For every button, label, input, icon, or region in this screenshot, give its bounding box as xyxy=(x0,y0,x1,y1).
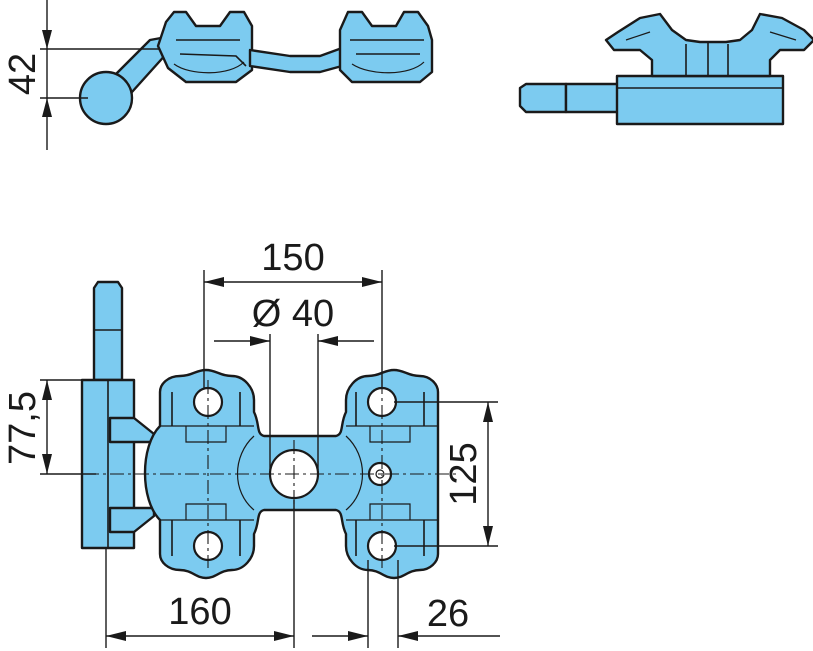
dimension-diameter-40: Ø 40 xyxy=(252,293,334,335)
dimension-125: 125 xyxy=(443,442,485,505)
dimension-160: 160 xyxy=(168,591,231,633)
dimension-42: 42 xyxy=(2,53,44,95)
plan-view: 150 Ø 40 77,5 125 160 xyxy=(2,237,500,648)
side-view-left: 42 xyxy=(2,0,434,150)
dimension-77-5: 77,5 xyxy=(2,391,44,465)
dimension-26: 26 xyxy=(427,593,469,635)
dimension-150: 150 xyxy=(261,237,324,279)
side-view-right xyxy=(518,12,813,126)
